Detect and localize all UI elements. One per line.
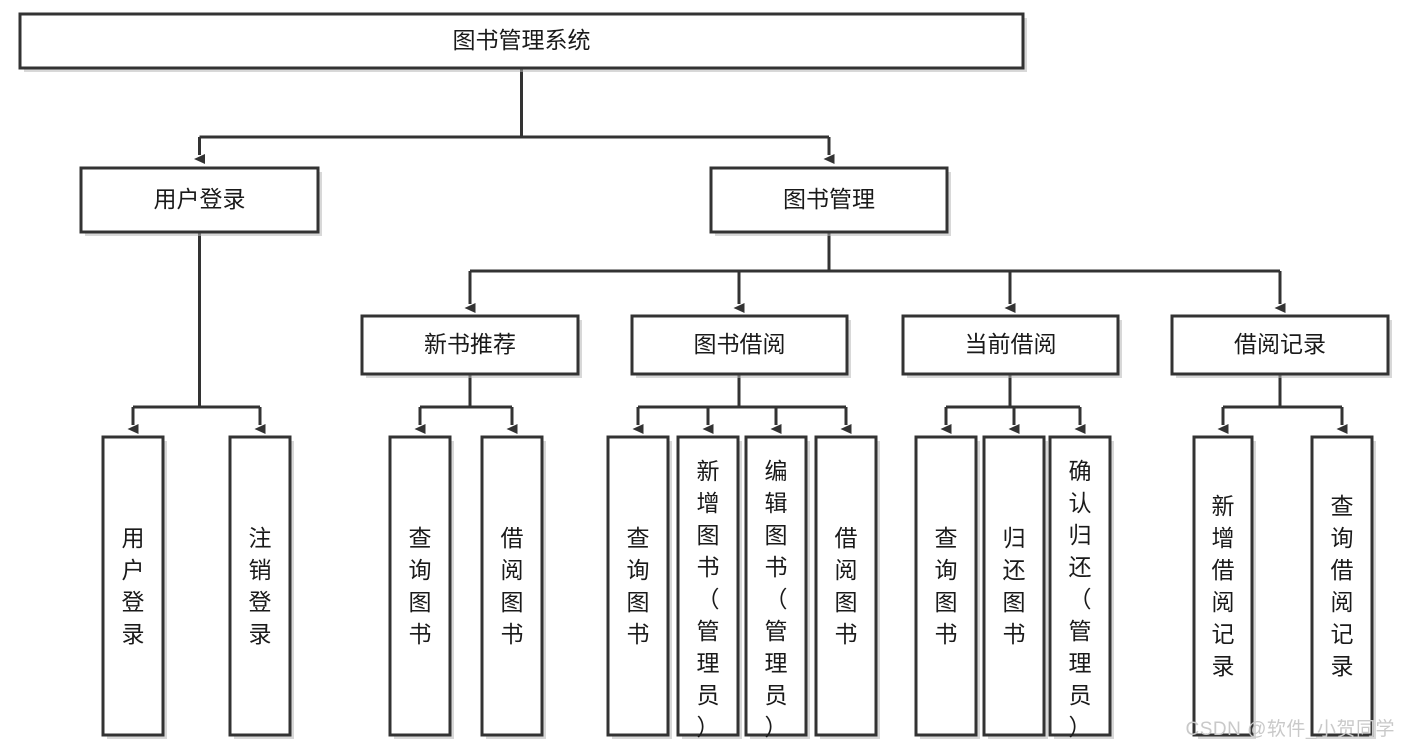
node-book-management[interactable]: 图书管理 [709, 166, 951, 236]
node-label: 借阅记录 [1234, 331, 1326, 357]
node-label: 用户登录 [154, 186, 246, 212]
node-box [630, 314, 849, 376]
node-box [1048, 435, 1112, 737]
node-label: 注销登录 [249, 525, 272, 647]
node-box [480, 435, 544, 737]
node-box [360, 314, 580, 376]
node-leaf-query-book-a[interactable]: 查询图书 [388, 435, 454, 739]
node-leaf-confirm-return[interactable]: 确认归还（管理员） [1048, 435, 1114, 740]
node-leaf-edit-book[interactable]: 编辑图书（管理员） [744, 435, 810, 740]
node-box [228, 435, 292, 737]
node-user-login[interactable]: 用户登录 [79, 166, 322, 236]
node-label: 新增借阅记录 [1212, 493, 1235, 679]
node-label: 确认归还（管理员） [1069, 458, 1092, 740]
node-label: 借阅图书 [501, 525, 524, 647]
node-leaf-borrow-book-b[interactable]: 借阅图书 [814, 435, 880, 739]
node-box [18, 12, 1025, 70]
node-root[interactable]: 图书管理系统 [18, 12, 1027, 72]
node-box [914, 435, 978, 737]
node-leaf-user-login[interactable]: 用户登录 [101, 435, 167, 739]
node-box [1310, 435, 1374, 737]
node-label: 当前借阅 [965, 331, 1057, 357]
node-leaf-query-book-b[interactable]: 查询图书 [606, 435, 672, 739]
node-book-borrow[interactable]: 图书借阅 [630, 314, 851, 378]
node-box [982, 435, 1046, 737]
node-layer: 图书管理系统用户登录图书管理新书推荐图书借阅当前借阅借阅记录用户登录注销登录查询… [18, 12, 1392, 740]
node-box [388, 435, 452, 737]
node-label: 借阅图书 [835, 525, 858, 647]
node-leaf-add-book[interactable]: 新增图书（管理员） [676, 435, 742, 740]
node-current-borrow[interactable]: 当前借阅 [901, 314, 1122, 378]
node-borrow-record[interactable]: 借阅记录 [1170, 314, 1392, 378]
node-label: 查询图书 [935, 525, 958, 647]
node-label: 查询图书 [627, 525, 650, 647]
node-label: 查询图书 [409, 525, 432, 647]
node-label: 用户登录 [122, 525, 145, 647]
node-box [101, 435, 165, 737]
node-label: 编辑图书（管理员） [765, 458, 788, 740]
node-box [901, 314, 1120, 376]
node-label: 归还图书 [1003, 525, 1026, 647]
node-label: 查询借阅记录 [1331, 493, 1354, 679]
node-leaf-user-logout[interactable]: 注销登录 [228, 435, 294, 739]
node-box [709, 166, 949, 234]
connector-layer [127, 68, 1348, 434]
node-box [744, 435, 808, 737]
node-label: 新书推荐 [424, 331, 516, 357]
node-label: 图书管理系统 [453, 27, 591, 53]
node-box [1192, 435, 1254, 737]
node-label: 图书借阅 [694, 331, 786, 357]
node-label: 图书管理 [783, 186, 875, 212]
node-box [79, 166, 320, 234]
node-leaf-query-book-c[interactable]: 查询图书 [914, 435, 980, 739]
node-leaf-query-record[interactable]: 查询借阅记录 [1310, 435, 1376, 739]
node-label: 新增图书（管理员） [697, 458, 720, 740]
node-leaf-return-book[interactable]: 归还图书 [982, 435, 1048, 739]
node-box [814, 435, 878, 737]
node-box [676, 435, 740, 737]
node-box [1170, 314, 1390, 376]
node-box [606, 435, 670, 737]
node-leaf-add-record[interactable]: 新增借阅记录 [1192, 435, 1256, 739]
node-leaf-borrow-book-a[interactable]: 借阅图书 [480, 435, 546, 739]
node-new-book-recommend[interactable]: 新书推荐 [360, 314, 582, 378]
